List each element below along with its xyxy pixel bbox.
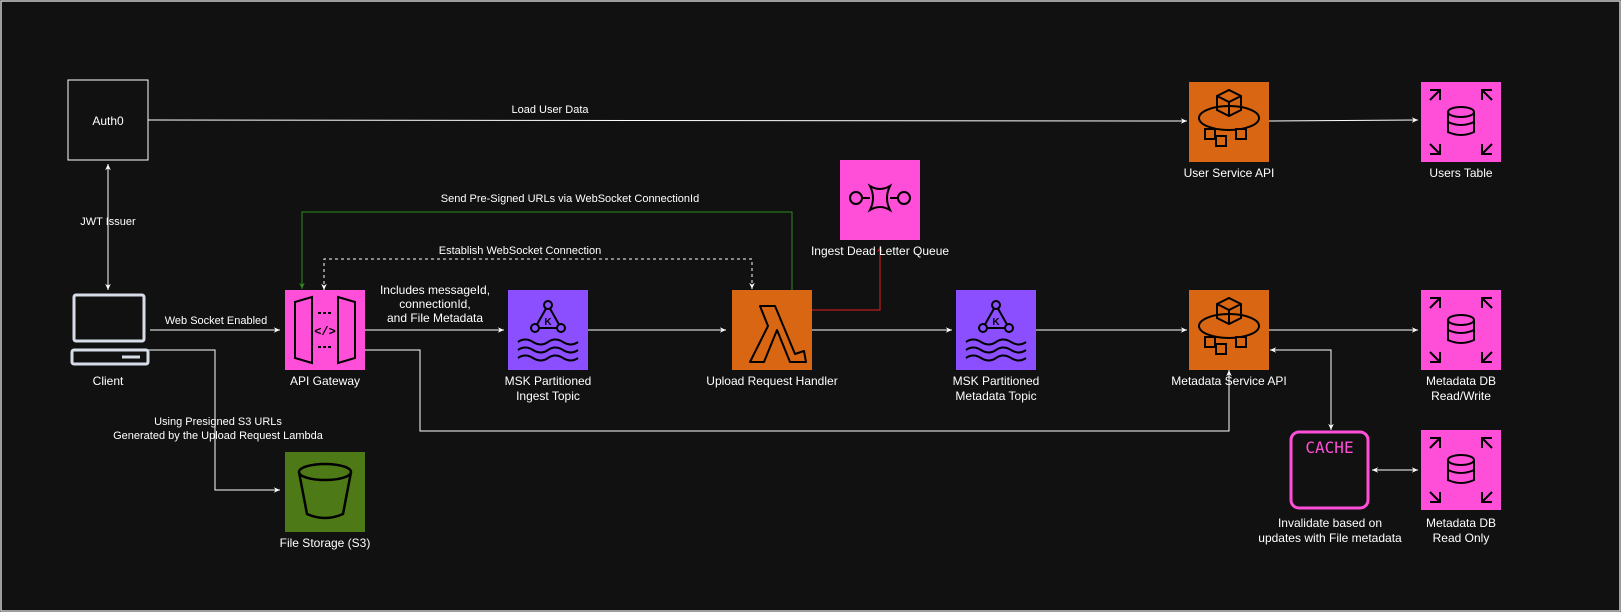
msk-metadata-icon: K <box>956 290 1036 370</box>
edge-label-includes-line2: connectionId, <box>399 297 471 311</box>
client-icon <box>70 293 150 366</box>
edge-label-load-user-data: Load User Data <box>511 104 589 116</box>
edge-label-jwt-issuer: JWT Issuer <box>80 216 136 228</box>
edge-send-presigned-urls <box>299 211 793 290</box>
svg-text:K: K <box>992 317 1000 328</box>
metadata-db-rw-label-line1: Metadata DB <box>1425 374 1497 388</box>
edge-label-includes-line1: Includes messageId, <box>379 283 491 297</box>
cache-icon <box>1289 430 1370 510</box>
edge-load-user-data <box>147 118 1188 124</box>
metadata-db-rw-icon <box>1421 290 1501 370</box>
metadata-db-rw-label-line2: Read/Write <box>1431 389 1491 403</box>
msk-ingest-icon: K <box>508 290 588 370</box>
svg-text:K: K <box>544 317 552 328</box>
edge-handler-to-dlq <box>810 246 883 311</box>
edge-label-establish-websocket: Establish WebSocket Connection <box>438 245 602 257</box>
edge-label-presigned-line1: Using Presigned S3 URLs <box>154 416 282 428</box>
auth0-node <box>67 79 149 161</box>
metadata-service-icon <box>1189 290 1269 370</box>
lambda-icon <box>732 290 812 370</box>
metadata-service-label: Metadata Service API <box>1171 374 1287 388</box>
metadata-db-ro-icon <box>1421 430 1501 510</box>
edge-gateway-to-metadata-service <box>364 349 1232 432</box>
user-service-label: User Service API <box>1183 166 1275 180</box>
edge-label-includes-line3: and File Metadata <box>386 311 484 325</box>
upload-handler-label: Upload Request Handler <box>706 374 838 388</box>
edge-establish-websocket <box>321 258 755 290</box>
file-storage-label: File Storage (S3) <box>279 536 371 550</box>
dlq-label: Ingest Dead Letter Queue <box>810 244 950 258</box>
edge-label-send-presigned: Send Pre-Signed URLs via WebSocket Conne… <box>440 193 700 205</box>
users-table-icon <box>1421 82 1501 162</box>
svg-text:</>: </> <box>314 325 336 339</box>
dlq-icon <box>840 160 920 240</box>
auth0-label: Auth0 <box>92 114 124 128</box>
edge-label-web-socket-enabled: Web Socket Enabled <box>164 315 268 327</box>
edge-user-service-to-users-table <box>1266 117 1419 123</box>
cache-label: CACHE <box>1305 438 1354 457</box>
user-service-icon <box>1189 82 1269 162</box>
metadata-db-ro-label-line2: Read Only <box>1432 531 1490 545</box>
msk-metadata-label-line2: Metadata Topic <box>955 389 1037 403</box>
client-label: Client <box>92 374 124 388</box>
api-gateway-icon: </> <box>285 290 365 370</box>
cache-note-line2: updates with File metadata <box>1258 531 1402 545</box>
msk-metadata-label-line1: MSK Partitioned <box>952 374 1040 388</box>
edge-label-presigned-line2: Generated by the Upload Request Lambda <box>113 430 323 442</box>
api-gateway-label: API Gateway <box>289 374 361 388</box>
s3-bucket-icon <box>285 452 365 532</box>
msk-ingest-label-line1: MSK Partitioned <box>504 374 592 388</box>
cache-note-line1: Invalidate based on <box>1277 516 1383 530</box>
edge-presigned-upload <box>148 349 280 493</box>
msk-ingest-label-line2: Ingest Topic <box>516 389 580 403</box>
metadata-db-ro-label-line1: Metadata DB <box>1425 516 1497 530</box>
users-table-label: Users Table <box>1429 166 1493 180</box>
edge-service-cache <box>1270 347 1334 430</box>
